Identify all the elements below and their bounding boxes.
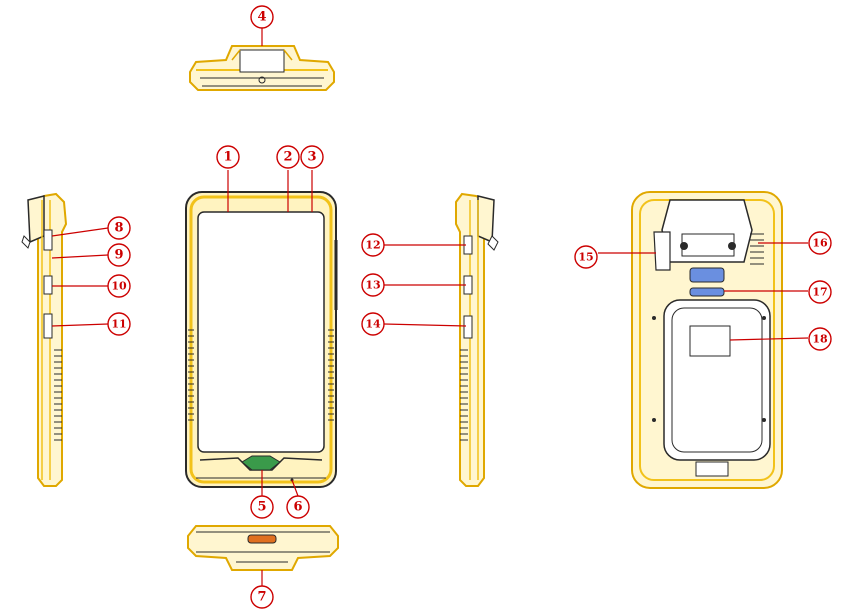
callout-9: 9: [107, 243, 131, 267]
callout-16: 16: [808, 231, 832, 255]
svg-text:11: 11: [111, 318, 126, 331]
svg-text:9: 9: [114, 248, 123, 263]
right-side-view: [455, 192, 499, 487]
callout-3: 3: [300, 145, 324, 169]
callout-8: 8: [107, 216, 131, 240]
svg-text:15: 15: [578, 251, 593, 264]
callout-15: 15: [574, 245, 598, 269]
left-side-view: [21, 192, 68, 487]
callouts: 1 2 3 4 5 6 7 8: [107, 5, 832, 609]
svg-text:1: 1: [223, 150, 232, 165]
back-view: [631, 191, 783, 489]
callout-7: 7: [250, 585, 274, 609]
callout-17: 17: [808, 280, 832, 304]
svg-text:2: 2: [283, 150, 292, 165]
callout-6: 6: [286, 495, 310, 519]
svg-text:6: 6: [293, 500, 302, 515]
callout-1: 1: [216, 145, 240, 169]
top-view: [189, 45, 335, 91]
svg-text:5: 5: [257, 500, 266, 515]
callout-13: 13: [361, 273, 385, 297]
svg-text:17: 17: [812, 286, 827, 299]
callout-2: 2: [276, 145, 300, 169]
svg-text:10: 10: [111, 280, 127, 293]
callout-14: 14: [361, 312, 385, 336]
svg-text:8: 8: [114, 221, 123, 236]
svg-text:7: 7: [257, 590, 266, 605]
front-view: [185, 191, 338, 488]
callout-4: 4: [250, 5, 274, 29]
svg-text:3: 3: [307, 150, 316, 165]
leader-lines: [51, 28, 809, 586]
svg-text:14: 14: [365, 318, 381, 331]
callout-11: 11: [107, 312, 131, 336]
callout-5: 5: [250, 495, 274, 519]
svg-text:12: 12: [365, 239, 380, 252]
svg-text:16: 16: [812, 237, 828, 250]
callout-10: 10: [107, 274, 131, 298]
bottom-view: [187, 525, 339, 571]
callout-18: 18: [808, 327, 832, 351]
callout-12: 12: [361, 233, 385, 257]
svg-text:13: 13: [365, 279, 380, 292]
svg-text:18: 18: [812, 333, 828, 346]
svg-text:4: 4: [257, 10, 266, 25]
